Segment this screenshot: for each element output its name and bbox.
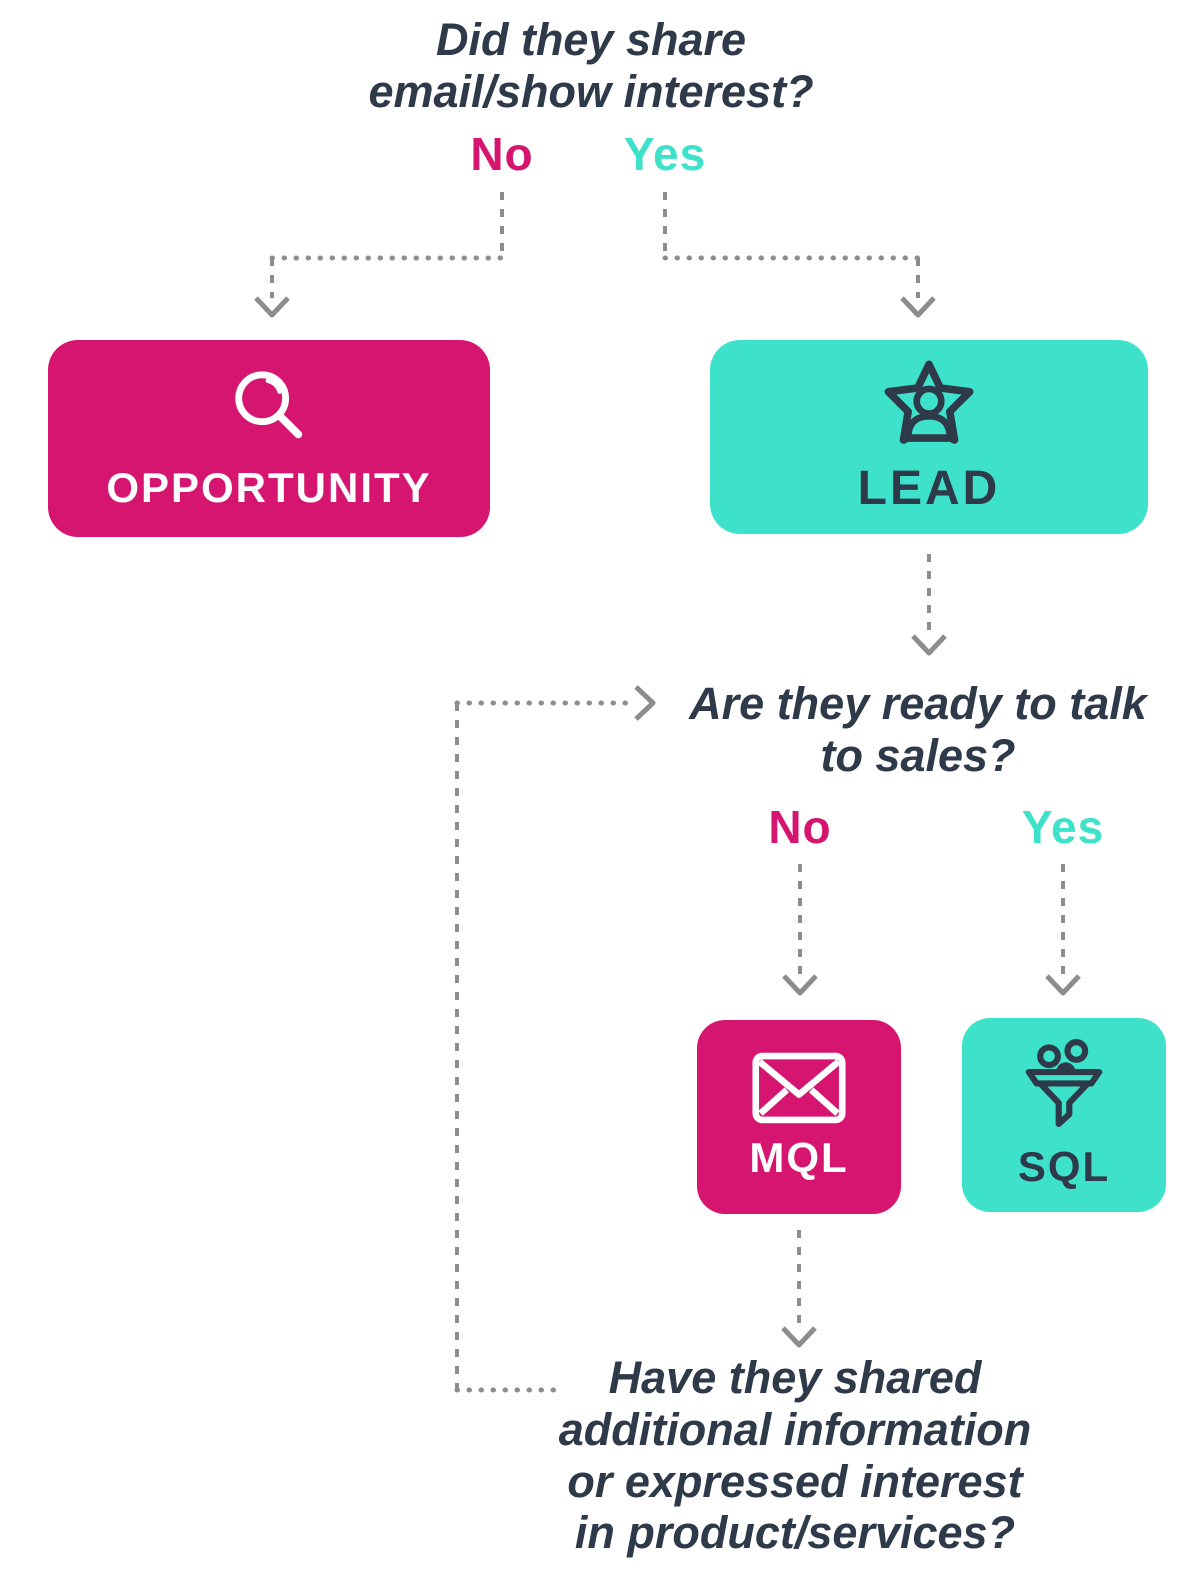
mql-node: MQL [697, 1020, 901, 1214]
q1-no-label: No [470, 128, 534, 180]
funnel-icon [1025, 1039, 1103, 1128]
question-shared-additional-info: Have they shared additional information … [445, 1352, 1145, 1559]
envelope-icon [752, 1052, 846, 1124]
sql-label: SQL [1017, 1143, 1111, 1190]
lead-node: LEAD [710, 340, 1148, 534]
question-shared-additional-info-line3: or expressed interest [567, 1455, 1023, 1507]
question-share-email: Did they share email/show interest? [291, 14, 891, 118]
arrow-right-q2-icon [634, 685, 656, 721]
sql-node: SQL [962, 1018, 1166, 1212]
mql-label: MQL [749, 1134, 849, 1181]
question-shared-additional-info-line4: in product/services? [574, 1507, 1016, 1559]
question-share-email-line1: Did they share [435, 14, 747, 65]
lead-label: LEAD [857, 461, 1001, 515]
question-share-email-line2: email/show interest? [368, 65, 814, 117]
question-ready-to-talk: Are they ready to talk to sales? [618, 678, 1200, 782]
q2-no-label: No [768, 801, 832, 853]
arrow-down-mql-icon [782, 974, 818, 996]
magnifier-icon [235, 370, 303, 438]
question-ready-to-talk-line1: Are they ready to talk [689, 678, 1147, 729]
arrow-down-q2-icon [911, 634, 947, 656]
arrow-down-q3-icon [781, 1326, 817, 1348]
q1-yes-label: Yes [623, 128, 707, 180]
arrow-down-opportunity-icon [254, 296, 290, 318]
arrow-down-sql-icon [1045, 974, 1081, 996]
q2-yes-label: Yes [1021, 801, 1105, 853]
opportunity-node: OPPORTUNITY [48, 340, 490, 537]
arrow-down-lead-icon [900, 296, 936, 318]
question-shared-additional-info-line2: additional information [558, 1403, 1032, 1455]
opportunity-label: OPPORTUNITY [106, 463, 432, 511]
question-shared-additional-info-line1: Have they shared [608, 1352, 982, 1403]
question-ready-to-talk-line2: to sales? [820, 729, 1016, 781]
star-person-icon [884, 360, 974, 444]
